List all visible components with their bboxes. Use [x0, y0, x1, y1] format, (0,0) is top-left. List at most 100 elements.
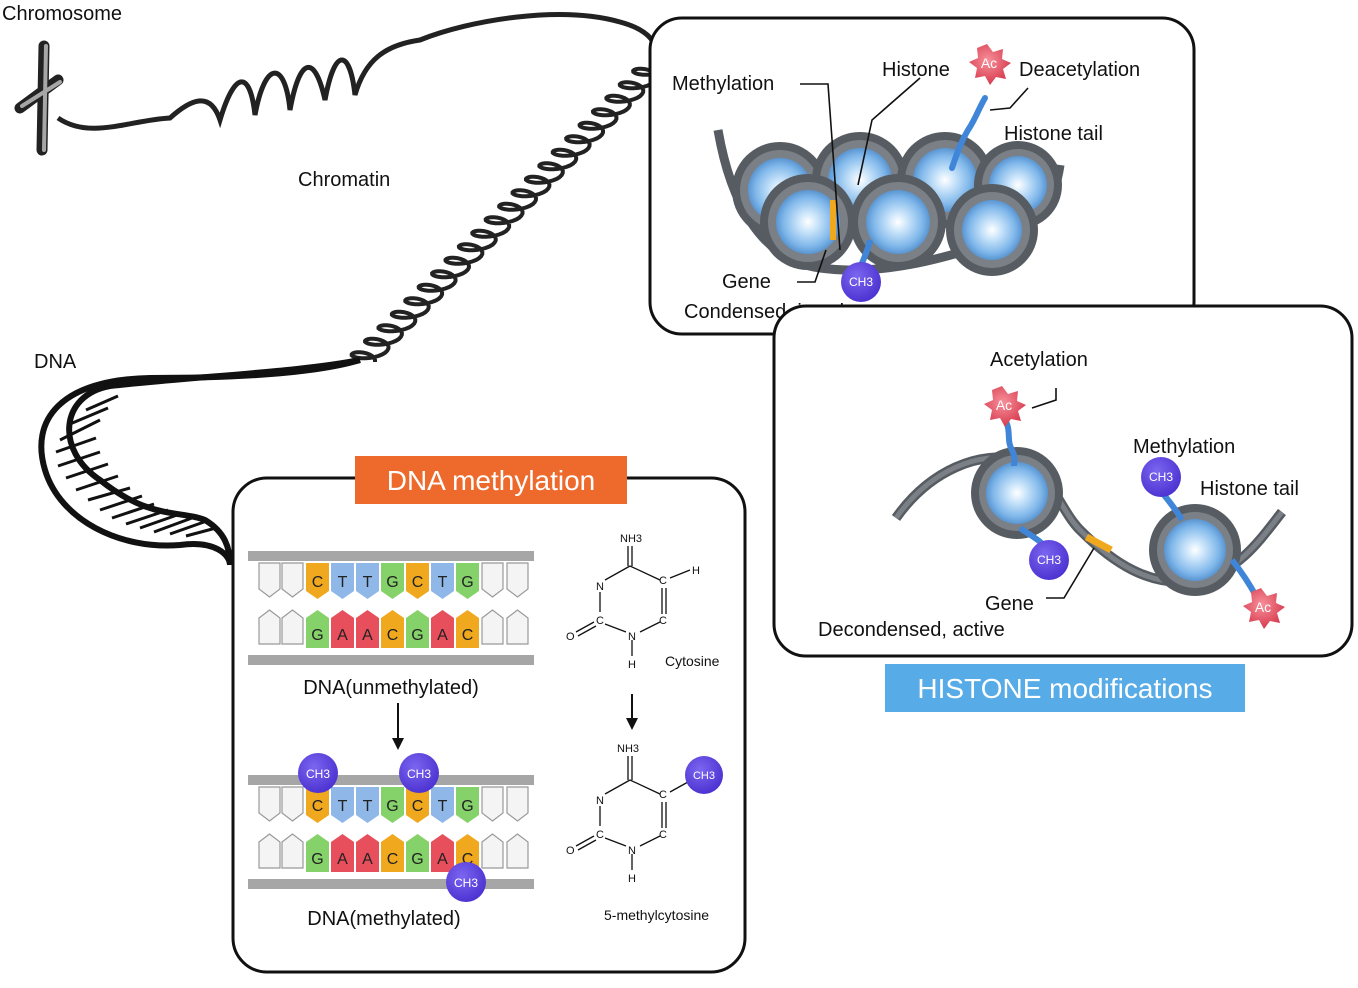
histone-modifications-banner: HISTONE modifications: [885, 664, 1245, 712]
svg-text:O: O: [566, 845, 575, 857]
svg-text:C: C: [596, 615, 604, 627]
base-placeholder: [258, 833, 281, 869]
bottom-base-letter: A: [362, 627, 373, 644]
top-base: [331, 787, 354, 823]
histone-tail: [949, 95, 988, 171]
bottom-base: [406, 834, 429, 872]
base-placeholder: [506, 562, 529, 598]
top-base: [356, 787, 379, 823]
dna-helix: [38, 357, 361, 566]
bottom-base: [431, 834, 454, 872]
base-placeholder: [258, 609, 281, 645]
deacetylation-leader: [989, 87, 1029, 111]
top-base-letter: T: [363, 798, 373, 815]
top-base: [406, 787, 429, 823]
svg-text:Ac: Ac: [996, 397, 1012, 413]
svg-text:C: C: [596, 829, 604, 841]
svg-text:NH3: NH3: [617, 743, 639, 755]
chromatin-label: Chromatin: [298, 169, 390, 191]
ch3-marker: CH3: [685, 756, 723, 794]
bottom-base-letter: C: [387, 851, 399, 868]
ch3-marker: CH3: [1029, 540, 1069, 580]
gene-leader: [797, 249, 827, 283]
histone-modifications-title: HISTONE modifications: [917, 673, 1212, 704]
svg-text:CH3: CH3: [849, 275, 873, 289]
acetyl-marker: Ac: [1243, 588, 1285, 629]
dna-methylation-banner: DNA methylation: [355, 456, 627, 504]
acetyl-marker: Ac: [969, 44, 1011, 85]
base-placeholder: [506, 833, 529, 869]
top-base-letter: C: [312, 574, 324, 591]
svg-text:CH3: CH3: [1149, 470, 1173, 484]
bottom-base-letter: C: [462, 851, 474, 868]
top-base: [431, 563, 454, 599]
chromatin-coil: [349, 64, 672, 362]
nucleosome: [971, 447, 1063, 539]
bottom-base-letter: A: [437, 627, 448, 644]
ch3-marker: CH3: [399, 753, 439, 793]
top-base-letter: G: [386, 798, 398, 815]
svg-text:C: C: [659, 789, 667, 801]
bottom-base-letter: G: [411, 627, 423, 644]
gene-segment: [1084, 533, 1113, 554]
ch3-marker: CH3: [841, 262, 881, 302]
bottom-base: [381, 834, 404, 872]
bottom-base-letter: A: [362, 851, 373, 868]
bottom-base: [356, 834, 379, 872]
methylcytosine-structure: NH3 N C C C N H O CH3 5-methylcytosine: [566, 743, 723, 923]
svg-text:O: O: [566, 631, 575, 643]
condensed-chromatin-panel: CH3 Ac Methylation Histone Deacetylation…: [648, 16, 1196, 336]
base-placeholder: [258, 562, 281, 598]
base-placeholder: [258, 786, 281, 822]
bottom-base-letter: C: [387, 627, 399, 644]
svg-text:CH3: CH3: [693, 770, 715, 782]
bottom-base: [431, 610, 454, 648]
gene-label: Gene: [722, 271, 771, 293]
deacetylation-label: Deacetylation: [1019, 59, 1140, 81]
svg-text:Ac: Ac: [981, 55, 997, 71]
arrow-down-icon: [392, 703, 404, 750]
bottom-base-letter: G: [311, 851, 323, 868]
top-base-letter: T: [438, 798, 448, 815]
ch3-marker: CH3: [298, 753, 338, 793]
base-placeholder: [481, 609, 504, 645]
histone-leader: [857, 77, 921, 186]
bottom-base: [331, 610, 354, 648]
arrow-down-icon: [626, 694, 638, 730]
base-placeholder: [481, 833, 504, 869]
top-base: [431, 787, 454, 823]
top-base-letter: T: [438, 574, 448, 591]
bottom-base: [406, 610, 429, 648]
top-base: [306, 787, 329, 823]
base-placeholder: [506, 609, 529, 645]
top-base-letter: T: [338, 574, 348, 591]
histone-tail-label: Histone tail: [1004, 123, 1103, 145]
top-base: [381, 787, 404, 823]
top-base-letter: G: [386, 574, 398, 591]
svg-text:N: N: [596, 795, 604, 807]
methylation-label: Methylation: [1133, 436, 1235, 458]
bottom-base: [456, 610, 479, 648]
svg-text:CH3: CH3: [407, 767, 431, 781]
top-base: [331, 563, 354, 599]
top-base-letter: C: [412, 798, 424, 815]
svg-text:C: C: [659, 829, 667, 841]
svg-text:Ac: Ac: [1255, 599, 1271, 615]
svg-text:N: N: [628, 845, 636, 857]
top-base: [406, 563, 429, 599]
base-placeholder: [506, 786, 529, 822]
top-base-letter: G: [461, 574, 473, 591]
methylcytosine-label: 5-methylcytosine: [604, 907, 709, 923]
ch3-marker: CH3: [1141, 457, 1181, 497]
svg-text:NH3: NH3: [620, 533, 642, 545]
chromosome-label: Chromosome: [2, 3, 122, 25]
methylation-label: Methylation: [672, 73, 774, 95]
base-placeholder: [281, 562, 304, 598]
top-base-letter: G: [461, 798, 473, 815]
chromatin-fiber: [56, 12, 659, 131]
bottom-base-letter: G: [411, 851, 423, 868]
cytosine-label: Cytosine: [665, 653, 720, 669]
